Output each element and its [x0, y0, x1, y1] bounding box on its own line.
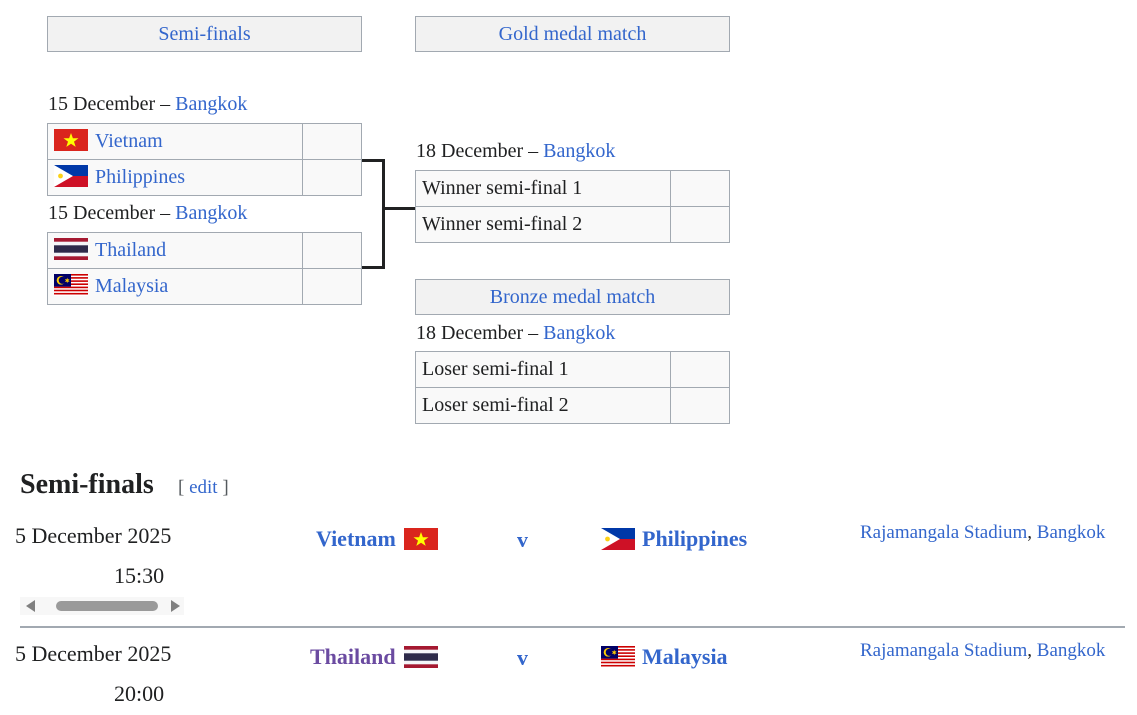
sf1-date: 15 December – Bangkok — [48, 92, 247, 116]
match-date: 5 December 2025 — [15, 523, 172, 548]
sf2-team2-score — [302, 268, 362, 305]
bronze-date-text: 18 December – — [416, 322, 544, 344]
sf1-team2-cell: Philippines — [47, 159, 303, 196]
gold-date-text: 18 December – — [416, 140, 544, 162]
gold-team1-cell: Winner semi-final 1 — [415, 170, 671, 207]
bracket-connector — [382, 207, 416, 210]
bronze-date: 18 December – Bangkok — [416, 321, 615, 345]
stadium-link[interactable]: Rajamangala Stadium — [860, 640, 1028, 661]
bronze-medal-header-link[interactable]: Bronze medal match — [489, 286, 656, 308]
malaysia-flag-icon — [54, 274, 88, 296]
bronze-team1-cell: Loser semi-final 1 — [415, 351, 671, 388]
away-team-link[interactable]: Malaysia — [642, 644, 728, 669]
bronze-team2-score — [670, 387, 730, 424]
sf2-team1-link[interactable]: Thailand — [95, 239, 167, 261]
edit-bracket-open: [ — [178, 477, 190, 498]
match-date: 5 December 2025 — [15, 641, 172, 666]
gold-medal-header-link[interactable]: Gold medal match — [498, 23, 647, 45]
bracket-connector — [362, 266, 384, 269]
gold-date: 18 December – Bangkok — [416, 139, 615, 163]
edit-link[interactable]: edit — [189, 477, 218, 498]
bronze-medal-header[interactable]: Bronze medal match — [415, 279, 730, 315]
venue: Rajamangala Stadium, Bangkok — [860, 521, 1105, 545]
philippines-flag-icon — [601, 528, 635, 550]
sf1-team1-score — [302, 123, 362, 160]
venue-separator: , — [1027, 522, 1037, 543]
edit-bracket-close: ] — [217, 477, 229, 498]
edit-section: [ edit ] — [178, 476, 229, 500]
sf2-venue-link[interactable]: Bangkok — [175, 202, 248, 224]
bronze-team2-label: Loser semi-final 2 — [422, 394, 569, 416]
city-link[interactable]: Bangkok — [1036, 640, 1106, 661]
sf1-team1-cell: Vietnam — [47, 123, 303, 160]
sf2-team2-link[interactable]: Malaysia — [95, 275, 169, 297]
philippines-flag-icon — [54, 165, 88, 187]
venue-separator: , — [1027, 640, 1037, 661]
gold-team1-label: Winner semi-final 1 — [422, 177, 583, 199]
stadium-link[interactable]: Rajamangala Stadium — [860, 522, 1028, 543]
sf1-date-text: 15 December – — [48, 93, 176, 115]
vietnam-flag-icon — [54, 129, 88, 151]
gold-medal-header[interactable]: Gold medal match — [415, 16, 730, 52]
section-heading: Semi-finals — [20, 469, 154, 500]
vietnam-flag-icon — [404, 528, 438, 550]
sf1-team1-link[interactable]: Vietnam — [95, 130, 163, 152]
bracket-connector — [382, 159, 385, 269]
versus-link[interactable]: v — [517, 645, 528, 670]
gold-team1-score — [670, 170, 730, 207]
thailand-flag-icon — [404, 646, 438, 668]
malaysia-flag-icon — [601, 646, 635, 668]
bronze-team1-score — [670, 351, 730, 388]
gold-team2-cell: Winner semi-final 2 — [415, 206, 671, 243]
gold-team2-label: Winner semi-final 2 — [422, 213, 583, 235]
venue: Rajamangala Stadium, Bangkok — [860, 639, 1105, 663]
match-time: 15:30 — [114, 563, 165, 588]
gold-venue-link[interactable]: Bangkok — [543, 140, 616, 162]
sf2-team2-cell: Malaysia — [47, 268, 303, 305]
thailand-flag-icon — [54, 238, 88, 260]
home-team: Thailand — [310, 643, 445, 671]
gold-team2-score — [670, 206, 730, 243]
sf1-venue-link[interactable]: Bangkok — [175, 93, 248, 115]
bronze-venue-link[interactable]: Bangkok — [543, 322, 616, 344]
away-team: Malaysia — [601, 643, 728, 671]
scroll-right-arrow-icon[interactable] — [171, 600, 180, 612]
semifinals-header[interactable]: Semi-finals — [47, 16, 362, 52]
bronze-team2-cell: Loser semi-final 2 — [415, 387, 671, 424]
away-team: Philippines — [601, 525, 747, 553]
scrollbar-thumb[interactable] — [56, 601, 158, 611]
sf2-team1-cell: Thailand — [47, 232, 303, 269]
sf1-team2-link[interactable]: Philippines — [95, 166, 186, 188]
home-team-link[interactable]: Thailand — [310, 644, 396, 669]
bracket-connector — [362, 159, 384, 162]
scroll-left-arrow-icon[interactable] — [26, 600, 35, 612]
sf1-team2-score — [302, 159, 362, 196]
home-team-link[interactable]: Vietnam — [316, 526, 396, 551]
home-team: Vietnam — [316, 525, 445, 553]
match-separator — [20, 626, 1125, 628]
away-team-link[interactable]: Philippines — [642, 526, 748, 551]
match-time: 20:00 — [114, 681, 165, 706]
versus-link[interactable]: v — [517, 527, 528, 552]
bronze-team1-label: Loser semi-final 1 — [422, 358, 569, 380]
sf2-date: 15 December – Bangkok — [48, 201, 247, 225]
semifinals-header-link[interactable]: Semi-finals — [158, 23, 251, 45]
sf2-date-text: 15 December – — [48, 202, 176, 224]
horizontal-scrollbar[interactable] — [20, 597, 184, 615]
sf2-team1-score — [302, 232, 362, 269]
city-link[interactable]: Bangkok — [1036, 522, 1106, 543]
